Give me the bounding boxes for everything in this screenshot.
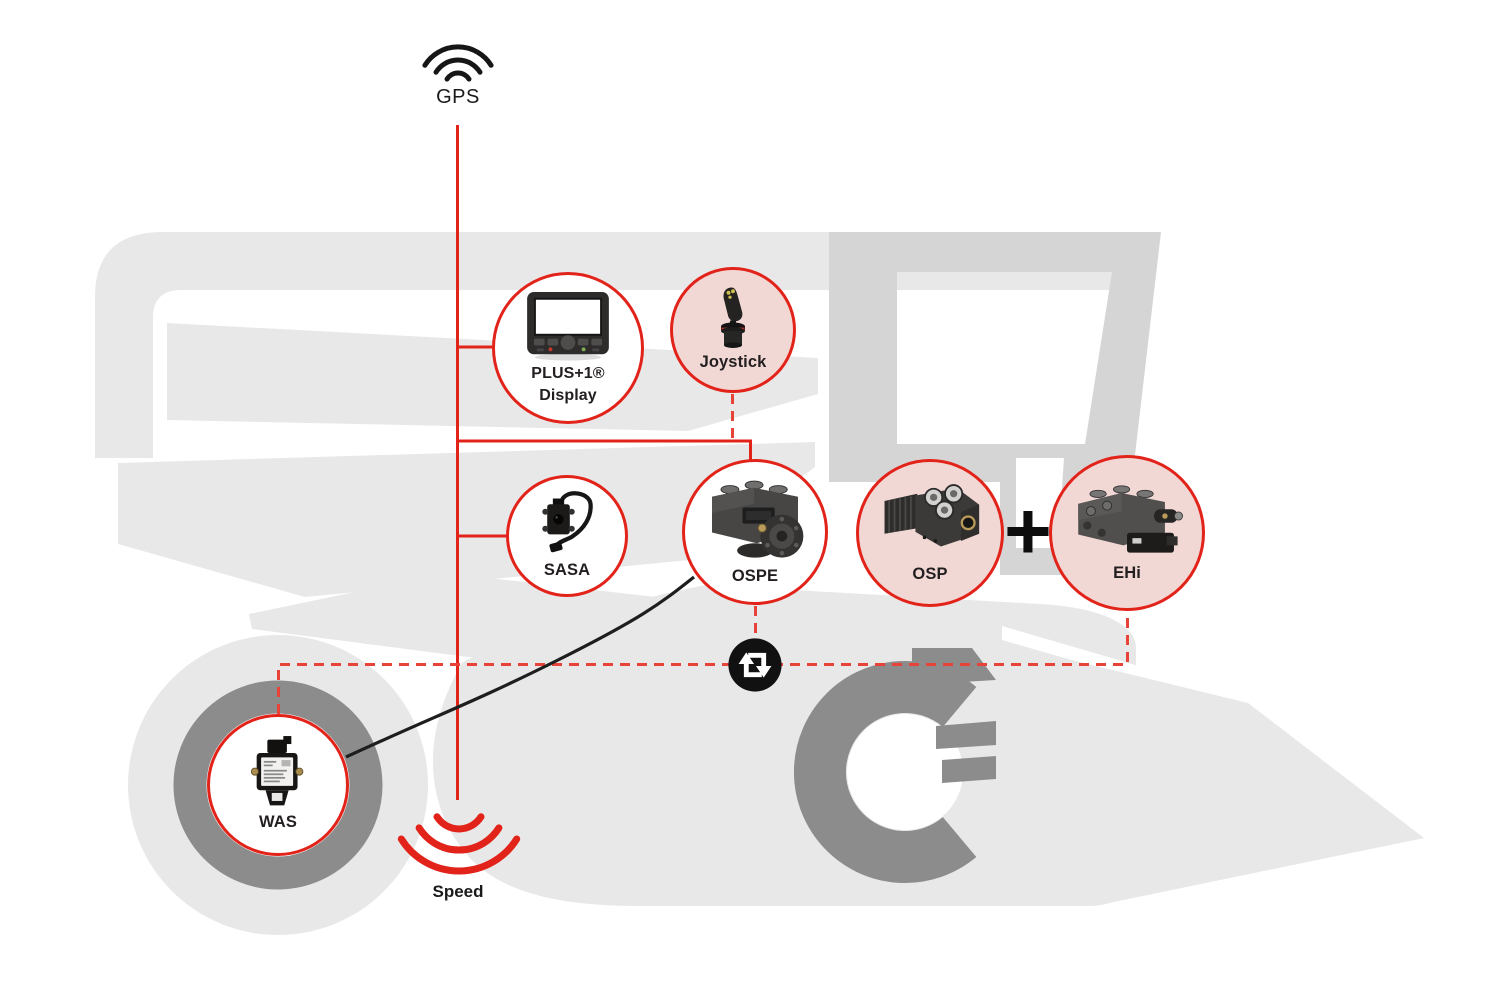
node-sasa-label: SASA	[543, 560, 591, 579]
node-display-label-line2: Display	[539, 386, 597, 404]
node-ospe-label: OSPE	[731, 566, 779, 585]
body-panel-middle	[118, 442, 815, 597]
ospe-product-image	[712, 480, 804, 558]
was-product-image	[250, 736, 304, 806]
node-display-label-line1: PLUS+1®	[531, 365, 605, 383]
node-ospe[interactable]: OSPE	[682, 459, 828, 605]
node-was-label: WAS	[259, 813, 297, 832]
connection-lines	[277, 125, 1129, 800]
joystick-product-image	[721, 287, 745, 349]
was-ehi-dashed-line	[277, 612, 1129, 714]
node-sasa[interactable]: SASA	[506, 475, 628, 597]
node-osp[interactable]: OSP	[856, 459, 1004, 607]
node-joystick[interactable]: Joystick	[670, 267, 796, 393]
osp-product-image	[884, 483, 980, 547]
node-display[interactable]: PLUS+1® Display	[492, 272, 644, 424]
node-osp-label: OSP	[912, 564, 948, 583]
node-ehi[interactable]: EHi	[1049, 455, 1205, 611]
node-ehi-label: EHi	[1113, 563, 1141, 582]
ospe-branch-line	[457, 439, 752, 460]
speed-signal-icon	[397, 813, 521, 875]
speed-label: Speed	[432, 882, 484, 901]
repeat-arrows-icon	[726, 636, 784, 699]
body-panel-upper	[167, 323, 818, 431]
gps-label: GPS	[436, 86, 480, 108]
node-joystick-label: Joystick	[699, 353, 767, 372]
discharge-spout-shape	[1010, 645, 1424, 904]
display-product-image	[527, 292, 609, 361]
plus-operator: +	[1004, 486, 1052, 577]
node-was[interactable]: WAS	[207, 714, 349, 856]
ehi-product-image	[1078, 484, 1183, 553]
gps-signal-icon	[422, 44, 494, 82]
rear-wheel-graphic	[794, 648, 996, 883]
was-ospe-cable	[345, 575, 695, 759]
sasa-product-image	[542, 490, 593, 552]
